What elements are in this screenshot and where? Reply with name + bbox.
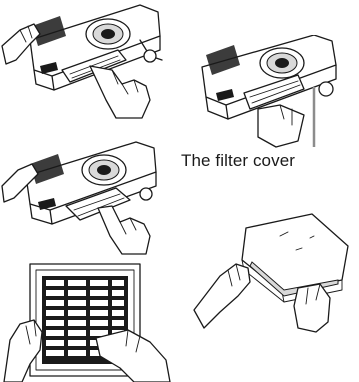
filter-cover: [242, 214, 348, 302]
step-2-filter-cover-callout: [180, 35, 359, 150]
step-4-filter-frame: [0, 260, 180, 382]
step-1-pull-filter-unit: [0, 0, 180, 120]
filter-cover-label: The filter cover: [181, 151, 359, 171]
right-hand: [294, 284, 330, 332]
hand: [98, 206, 150, 254]
step-3-remove-filter-unit: [0, 136, 180, 256]
left-hand: [194, 264, 250, 328]
hand: [258, 105, 304, 147]
hand: [90, 66, 150, 118]
step-5-remove-filter-cover: [180, 210, 359, 335]
